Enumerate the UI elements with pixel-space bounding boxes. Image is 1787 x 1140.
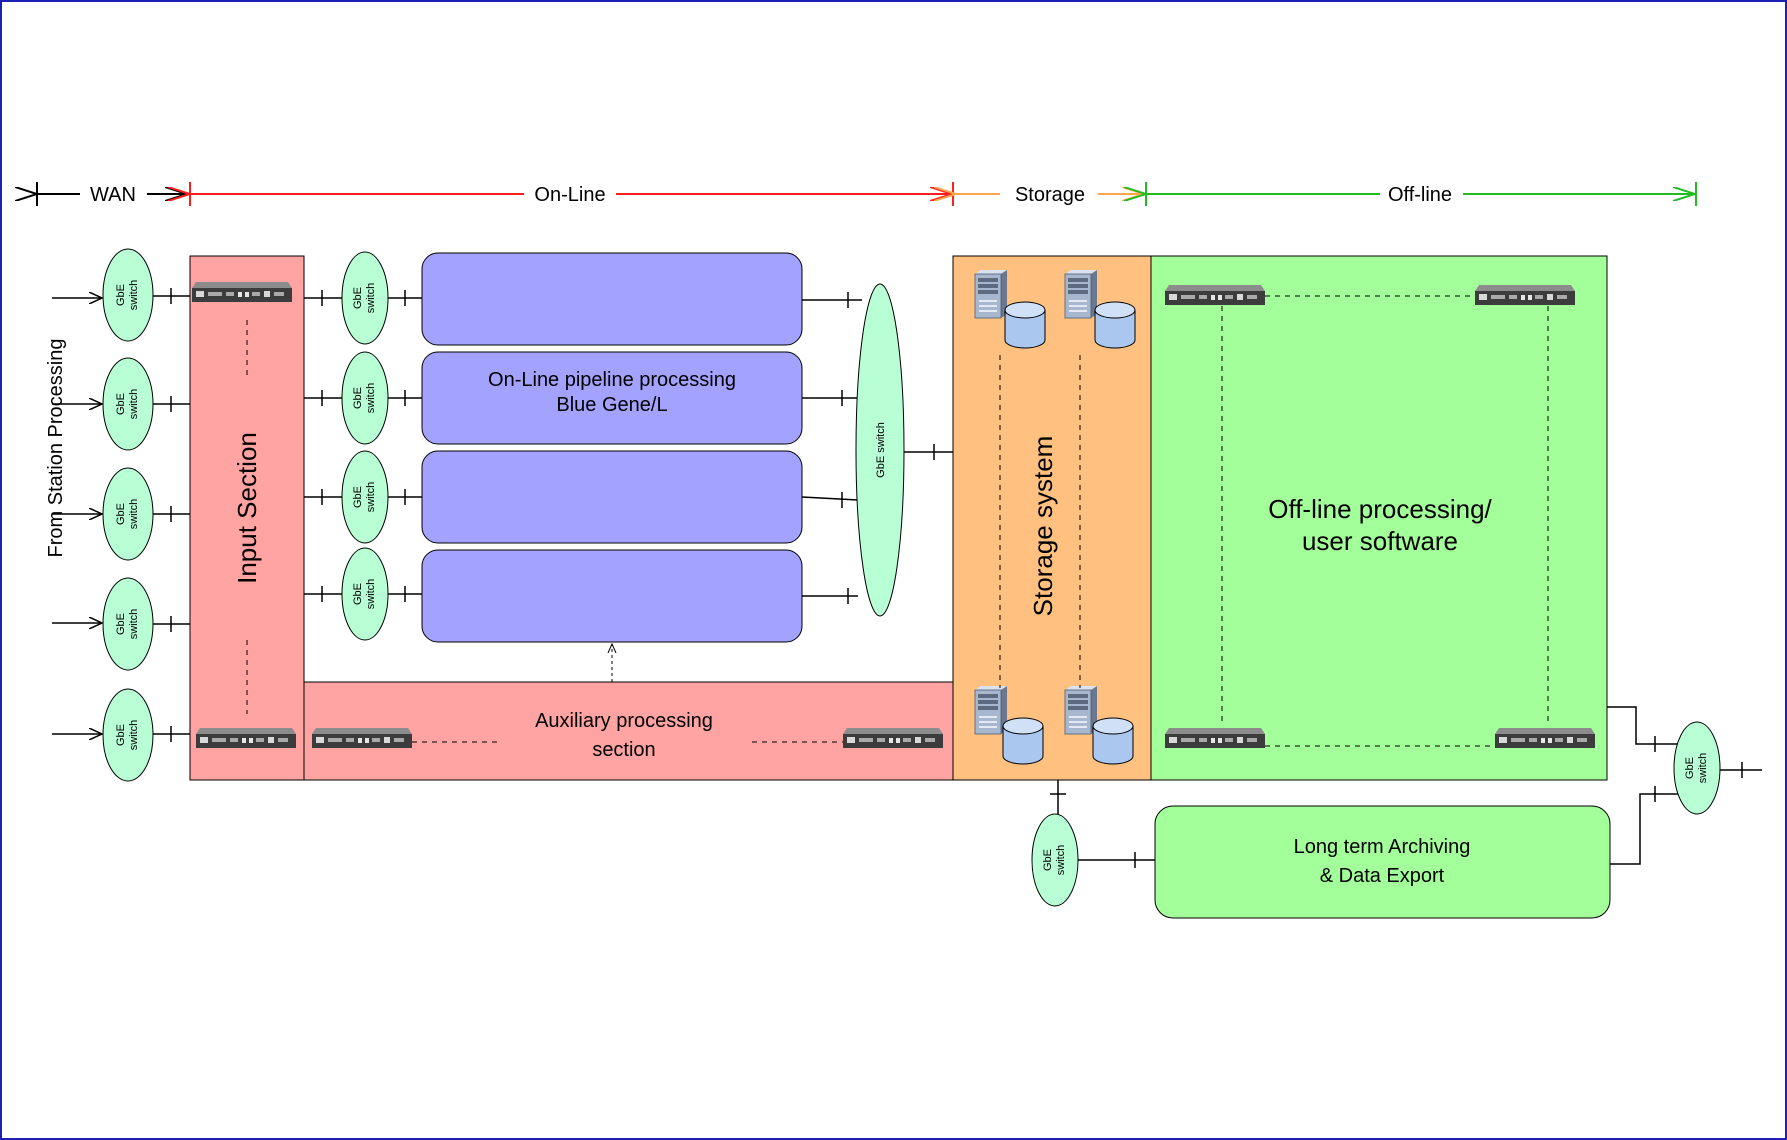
switch-label-gbe: GbE bbox=[115, 503, 127, 525]
network-router-icon bbox=[843, 728, 943, 748]
disk-cylinder-icon bbox=[1094, 301, 1136, 349]
server-tower-icon bbox=[1064, 685, 1098, 735]
input-source-label: From Station Processing bbox=[45, 339, 67, 558]
input-section-title: Input Section bbox=[232, 432, 262, 584]
gbe-switch-pipeline: GbE switch bbox=[855, 283, 905, 617]
storage-title: Storage system bbox=[1028, 436, 1058, 617]
disk-cylinder-icon bbox=[1092, 717, 1134, 765]
switch-label-switch: switch bbox=[365, 383, 377, 414]
archive-title-line2: & Data Export bbox=[1320, 865, 1445, 887]
disk-cylinder-icon bbox=[1004, 301, 1046, 349]
offline-section-box bbox=[1150, 255, 1608, 781]
network-router-icon bbox=[1165, 728, 1265, 748]
switch-label-gbe: GbE bbox=[1684, 757, 1696, 779]
switch-label-switch: switch bbox=[128, 389, 140, 420]
switch-label-gbe: GbE bbox=[115, 724, 127, 746]
switch-label-switch: switch bbox=[128, 720, 140, 751]
auxiliary-section-box bbox=[303, 681, 954, 781]
server-tower-icon bbox=[974, 269, 1008, 319]
switch-label-gbe: GbE bbox=[352, 287, 364, 309]
switch-label-gbe: GbE bbox=[115, 613, 127, 635]
archive-title-line1: Long term Archiving bbox=[1294, 836, 1471, 858]
server-tower-icon bbox=[1064, 269, 1098, 319]
pipeline-box-3 bbox=[421, 450, 803, 544]
switch-label-wide: GbE switch bbox=[875, 422, 887, 478]
switch-label-switch: switch bbox=[1697, 753, 1709, 784]
aux-title-line1: Auxiliary processing bbox=[535, 710, 713, 732]
switch-label-switch: switch bbox=[1055, 845, 1067, 876]
offline-to-switch-link bbox=[1607, 706, 1678, 745]
timeline: WAN On-Line Storage Off-line bbox=[37, 182, 1697, 206]
disk-cylinder-icon bbox=[1002, 717, 1044, 765]
pipeline-to-switch-links bbox=[801, 292, 862, 604]
server-tower-icon bbox=[974, 685, 1008, 735]
switch-label-gbe: GbE bbox=[115, 284, 127, 306]
archive-export-box bbox=[1154, 805, 1611, 919]
timeline-offline-label: Off-line bbox=[1388, 184, 1452, 206]
offline-title-line2: user software bbox=[1302, 526, 1458, 556]
pipeline-box-4 bbox=[421, 549, 803, 643]
offline-title-line1: Off-line processing/ bbox=[1268, 494, 1492, 524]
network-router-icon bbox=[1165, 285, 1265, 305]
input-links bbox=[153, 288, 190, 742]
network-router-icon bbox=[1495, 728, 1595, 748]
switch-label-gbe: GbE bbox=[352, 486, 364, 508]
switch-label-switch: switch bbox=[365, 579, 377, 610]
switch-label-gbe: GbE bbox=[1042, 849, 1054, 871]
archive-to-switch-link bbox=[1610, 793, 1678, 865]
timeline-storage-label: Storage bbox=[1015, 184, 1085, 206]
aux-title-line2: section bbox=[592, 739, 655, 761]
switch-label-gbe: GbE bbox=[115, 393, 127, 415]
switch-to-pipeline-links bbox=[388, 290, 422, 602]
network-router-icon bbox=[1475, 285, 1575, 305]
archive-switch-link bbox=[1078, 852, 1155, 868]
switch-label-switch: switch bbox=[128, 280, 140, 311]
switch-label-switch: switch bbox=[128, 609, 140, 640]
pipeline-title-line1: On-Line pipeline processing bbox=[488, 369, 736, 391]
switch-label-gbe: GbE bbox=[352, 583, 364, 605]
storage-to-archive-switch-link bbox=[1050, 780, 1066, 816]
switch-label-gbe: GbE bbox=[352, 387, 364, 409]
switch-to-storage-link bbox=[904, 444, 953, 460]
input-to-online-links bbox=[304, 290, 342, 602]
switch-label-switch: switch bbox=[365, 283, 377, 314]
timeline-wan-label: WAN bbox=[90, 184, 136, 206]
network-router-icon bbox=[192, 282, 292, 302]
input-arrows bbox=[52, 298, 102, 734]
network-router-icon bbox=[312, 728, 412, 748]
pipeline-title-line2: Blue Gene/L bbox=[556, 394, 667, 416]
pipeline-box-1 bbox=[421, 252, 803, 346]
switch-label-switch: switch bbox=[365, 482, 377, 513]
network-router-icon bbox=[196, 728, 296, 748]
switch-label-switch: switch bbox=[128, 499, 140, 530]
offline-dashed-mesh bbox=[1221, 295, 1549, 747]
timeline-online-label: On-Line bbox=[534, 184, 605, 206]
